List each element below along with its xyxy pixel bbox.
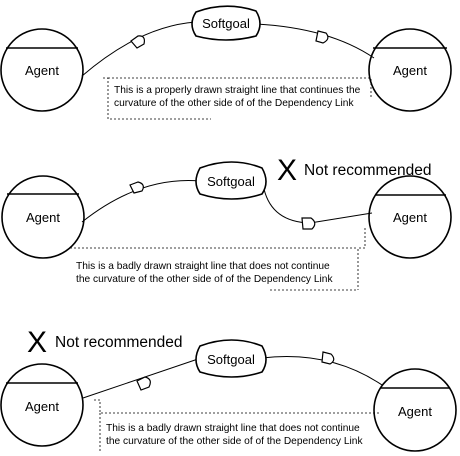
note-line: the curvature of the other side of of th… bbox=[76, 274, 333, 285]
panel-bad-right: Agent Agent Softgoal X Not recommended T… bbox=[1, 154, 452, 291]
softgoal: Softgoal bbox=[195, 339, 267, 378]
agent-label: Agent bbox=[26, 210, 60, 225]
agent-label: Agent bbox=[25, 63, 59, 78]
softgoal-label: Softgoal bbox=[202, 16, 250, 31]
note-line: This is a badly drawn straight line that… bbox=[76, 261, 330, 272]
softgoal: Softgoal bbox=[191, 5, 261, 41]
dependency-link bbox=[82, 358, 199, 399]
panel-proper: Agent Agent Softgoal This is a properly … bbox=[0, 5, 452, 120]
softgoal-label: Softgoal bbox=[207, 174, 255, 189]
agent-label: Agent bbox=[398, 404, 432, 419]
warning-text: Not recommended bbox=[55, 334, 183, 351]
agent-right: Agent bbox=[373, 368, 457, 452]
agent-left: Agent bbox=[0, 28, 84, 112]
annotation-note: This is a badly drawn straight line that… bbox=[94, 399, 380, 453]
warning-label: X Not recommended bbox=[277, 154, 432, 187]
annotation-note: This is a properly drawn straight line t… bbox=[103, 77, 372, 120]
note-line: This is a badly drawn straight line that… bbox=[106, 423, 360, 434]
dependency-link bbox=[255, 23, 375, 59]
agent-label: Agent bbox=[25, 399, 59, 414]
agent-label: Agent bbox=[393, 63, 427, 78]
dependency-d-marker bbox=[321, 351, 335, 365]
warning-text: Not recommended bbox=[304, 162, 432, 179]
note-line: the curvature of the other side of of th… bbox=[106, 436, 363, 447]
agent-left: Agent bbox=[1, 175, 85, 259]
agent-left: Agent bbox=[0, 363, 84, 447]
dependency-d-marker bbox=[301, 217, 316, 230]
dependency-d-marker bbox=[315, 30, 329, 44]
dependency-link bbox=[81, 21, 197, 77]
agent-label: Agent bbox=[393, 210, 427, 225]
softgoal-label: Softgoal bbox=[207, 352, 255, 367]
note-line: curvature of the other side of of the De… bbox=[114, 98, 354, 109]
softgoal: Softgoal bbox=[195, 161, 267, 200]
warning-label: X Not recommended bbox=[27, 326, 183, 359]
warning-x-icon: X bbox=[27, 326, 47, 359]
dependency-d-marker bbox=[130, 35, 145, 49]
agent-right: Agent bbox=[368, 28, 452, 112]
dependency-d-marker bbox=[136, 376, 151, 391]
annotation-note: This is a badly drawn straight line that… bbox=[70, 228, 366, 291]
note-line: This is a properly drawn straight line t… bbox=[114, 85, 361, 96]
dependency-link bbox=[263, 188, 373, 224]
agent-right: Agent bbox=[368, 175, 452, 259]
warning-x-icon: X bbox=[277, 154, 297, 187]
dependency-d-marker bbox=[129, 181, 144, 194]
panel-bad-left: Agent Agent Softgoal X Not recommended T… bbox=[0, 326, 457, 453]
